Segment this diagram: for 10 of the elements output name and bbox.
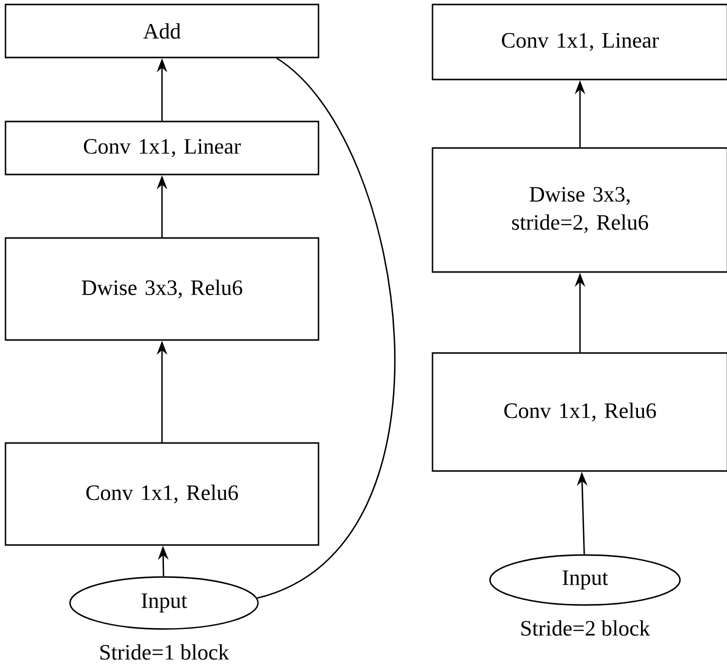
node-label: Stride=2 block [521,620,650,636]
connector-line [256,58,396,599]
process-box: Add [4,4,320,58]
process-box: Conv 1x1, Relu6 [4,442,320,546]
process-box: Dwise 3x3, stride=2, Relu6 [432,147,727,273]
process-box: Conv 1x1, Linear [4,120,320,176]
process-box: Conv 1x1, Linear [432,4,727,80]
node-label: Stride=1 block [100,644,230,660]
process-box: Dwise 3x3, Relu6 [4,237,320,341]
process-box: Conv 1x1, Relu6 [432,352,727,472]
